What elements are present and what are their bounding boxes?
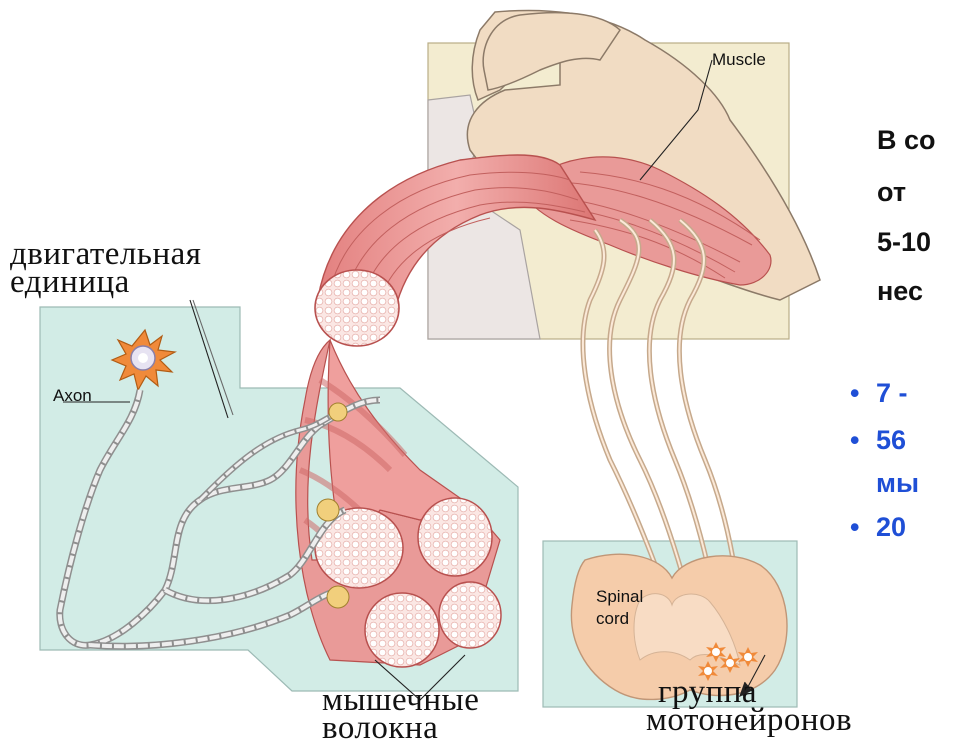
bullet-item-3: •20 [850, 512, 906, 543]
bullet-item-2: •56 [850, 425, 906, 456]
motoneuron-group-label-line2: мотонейронов [646, 706, 852, 734]
side-text-line4: нес [877, 271, 923, 311]
muscle-fibers-label-line2: волокна [322, 714, 438, 742]
muscle-label: Muscle [712, 50, 766, 70]
side-text-line1: В со [877, 120, 936, 160]
motor-unit-label-line2: единица [10, 268, 130, 296]
bullet-text: 7 - [876, 378, 908, 408]
bullet-text: мы [876, 468, 919, 498]
axon-label: Axon [53, 386, 92, 406]
bullet-dot: • [850, 378, 876, 409]
bullet-item-1: •7 - [850, 378, 908, 409]
bullet-text: 20 [876, 512, 906, 542]
fascicle-cross-section [315, 270, 399, 346]
spinal-cord-label-line2: cord [596, 609, 629, 629]
bullet-dot: • [850, 512, 876, 543]
bullet-dot: • [850, 425, 876, 456]
spinal-cord-label-line1: Spinal [596, 587, 643, 607]
side-text-line3: 5-10 [877, 222, 931, 262]
side-text-line2: от [877, 172, 906, 212]
bullet-text: 56 [876, 425, 906, 455]
bullet-item-2-continuation: мы [876, 468, 919, 499]
